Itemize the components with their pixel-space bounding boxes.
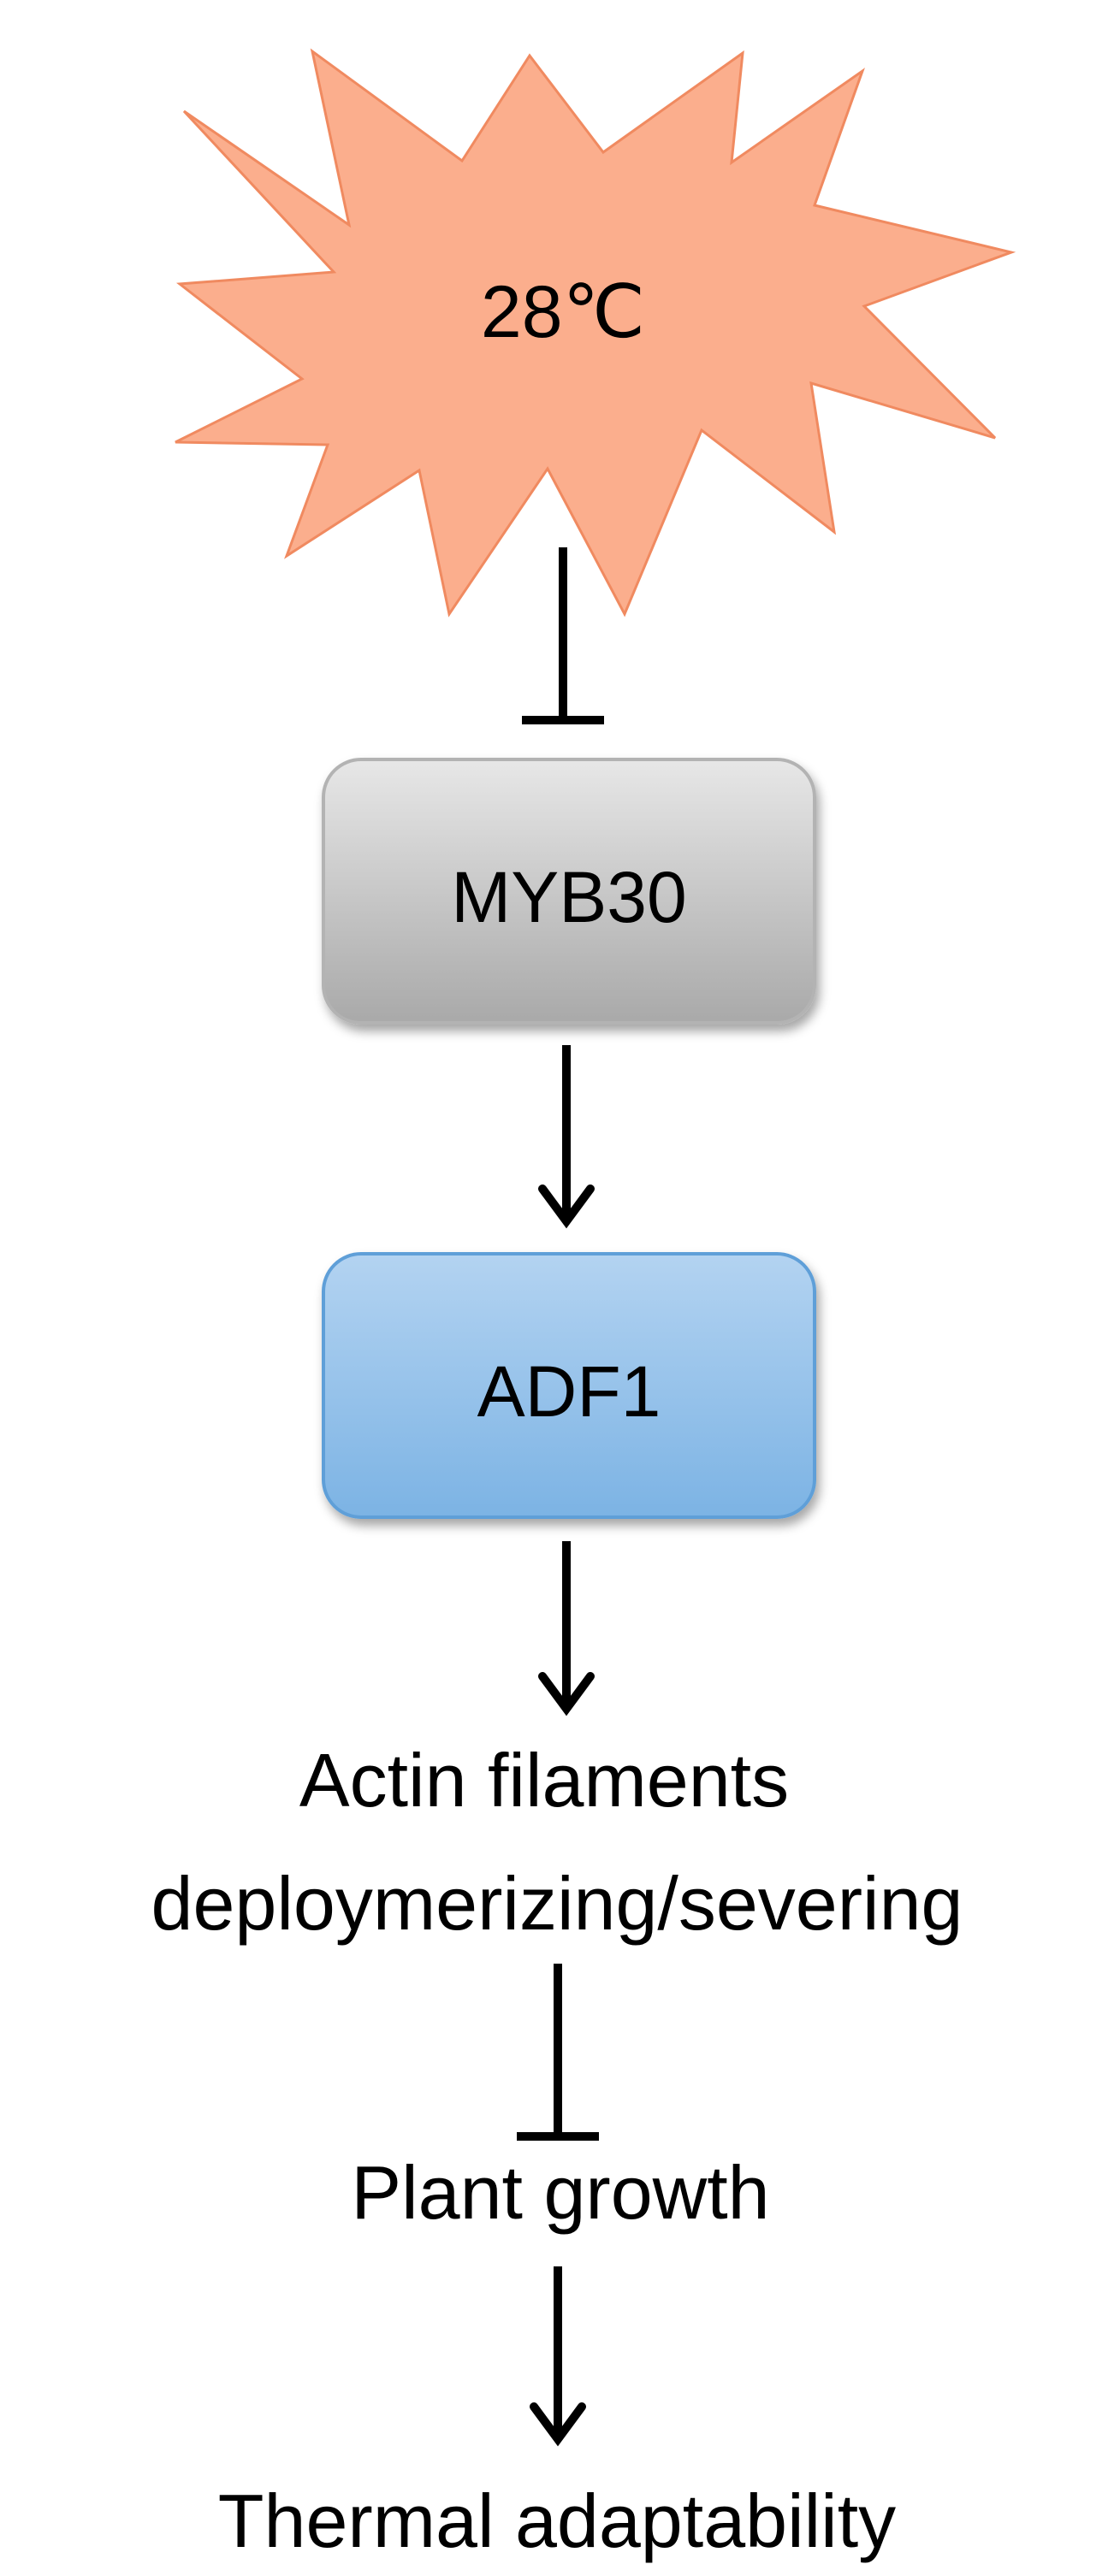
myb30-box — [322, 758, 816, 1025]
adf1-box — [322, 1252, 816, 1519]
starburst-shape — [175, 48, 1016, 617]
outcome-actin: Actin filaments deploymerizing/severing — [151, 1738, 963, 1946]
temperature-label: 28℃ — [481, 271, 645, 353]
adf1-label: ADF1 — [477, 1351, 661, 1432]
edge-growth-activates-thermal — [530, 2266, 586, 2447]
actin-label-line1: Actin filaments — [299, 1738, 789, 1823]
temperature-trigger: 28℃ — [175, 48, 1016, 617]
edge-temp-inhibits-myb30 — [522, 547, 604, 724]
edge-actin-inhibits-growth — [517, 1964, 599, 2141]
edge-adf1-activates-actin — [538, 1541, 595, 1716]
actin-label-line2: deploymerizing/severing — [151, 1861, 963, 1946]
arrowhead — [538, 1185, 595, 1229]
myb30-label: MYB30 — [451, 857, 686, 937]
thermal-adaptability-label: Thermal adaptability — [218, 2479, 896, 2563]
arrowhead — [538, 1672, 595, 1716]
edge-myb30-activates-adf1 — [538, 1045, 595, 1229]
node-adf1: ADF1 — [322, 1252, 816, 1519]
arrowhead — [530, 2402, 586, 2447]
node-myb30: MYB30 — [322, 758, 816, 1025]
plant-growth-label: Plant growth — [351, 2150, 769, 2235]
